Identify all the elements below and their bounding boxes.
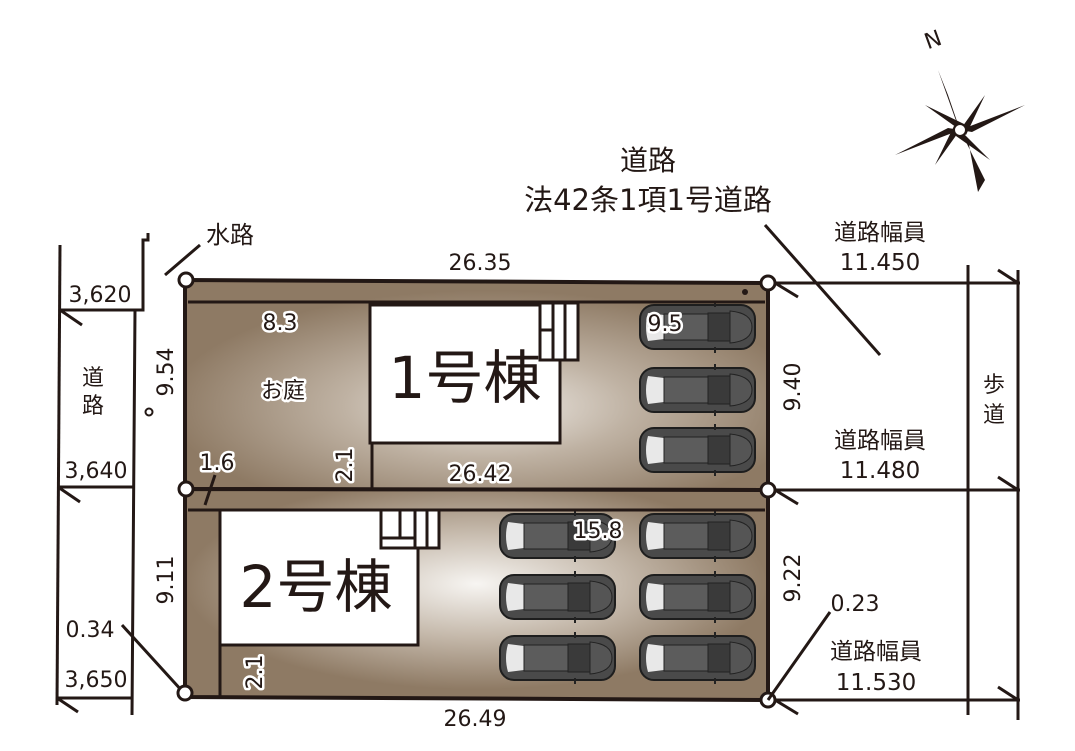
boundary-markers xyxy=(176,271,777,709)
lot1-parking-width: 9.5 xyxy=(648,312,683,337)
lot1-left-depth: 9.54 xyxy=(154,348,179,397)
lot2-side-setback: 1.6 xyxy=(200,451,235,476)
lot2-right-depth: 9.22 xyxy=(781,554,806,603)
dimension-lines xyxy=(188,300,765,697)
lot1-garden-width: 8.3 xyxy=(263,311,298,336)
lot1-garden-label: お庭 xyxy=(261,379,305,404)
road-width-3: 11.530 xyxy=(836,670,916,696)
left-road-width-3: 3,650 xyxy=(65,668,128,693)
car-icon xyxy=(639,423,756,477)
stairs-icon xyxy=(538,301,580,362)
car-icon xyxy=(639,570,756,624)
car-icon xyxy=(499,631,616,685)
lot2-left-depth: 9.11 xyxy=(154,556,179,605)
car-icon xyxy=(639,631,756,685)
road-width-1: 11.450 xyxy=(840,250,920,276)
lot1-right-depth: 9.40 xyxy=(781,363,806,412)
lot2-setback: 2.1 xyxy=(243,655,268,690)
road-width-2: 11.480 xyxy=(840,458,920,484)
top-road-title: 道路 xyxy=(620,144,676,177)
car-icon xyxy=(639,363,756,417)
road-width-label-1: 道路幅員 xyxy=(834,220,926,246)
sidewalk-label-1: 歩 xyxy=(983,373,1005,398)
car-icon xyxy=(639,509,756,563)
building-1-label: 1号棟 xyxy=(389,344,542,412)
left-road-width-1: 3,620 xyxy=(69,283,132,308)
lot1-top-length: 26.35 xyxy=(449,251,512,276)
road-width-label-3: 道路幅員 xyxy=(830,639,922,665)
car-icon xyxy=(499,570,616,624)
top-road-subtitle: 法42条1項1号道路 xyxy=(524,183,772,217)
lot2-bottom-length: 26.49 xyxy=(444,707,507,732)
sidewalk-label-2: 道 xyxy=(983,403,1005,428)
right-road-offset: 0.23 xyxy=(831,592,880,617)
road-width-label-2: 道路幅員 xyxy=(834,428,926,454)
lot1-bottom-length: 26.42 xyxy=(449,462,512,487)
north-label: N xyxy=(921,26,945,55)
left-road-offset: 0.34 xyxy=(66,618,115,643)
lot2-parking-width: 15.8 xyxy=(574,519,623,544)
stairs-icon xyxy=(379,508,441,550)
left-road xyxy=(55,233,185,716)
compass-rose-icon xyxy=(895,70,1025,192)
building-2-label: 2号棟 xyxy=(240,553,393,621)
left-road-label-2: 路 xyxy=(82,394,104,419)
left-road-width-2: 3,640 xyxy=(65,459,128,484)
lot1-setback: 2.1 xyxy=(333,448,358,483)
left-road-label-1: 道 xyxy=(82,366,104,391)
right-road xyxy=(763,224,1020,720)
waterway-label: 水路 xyxy=(206,221,254,249)
building-1 xyxy=(368,303,562,445)
